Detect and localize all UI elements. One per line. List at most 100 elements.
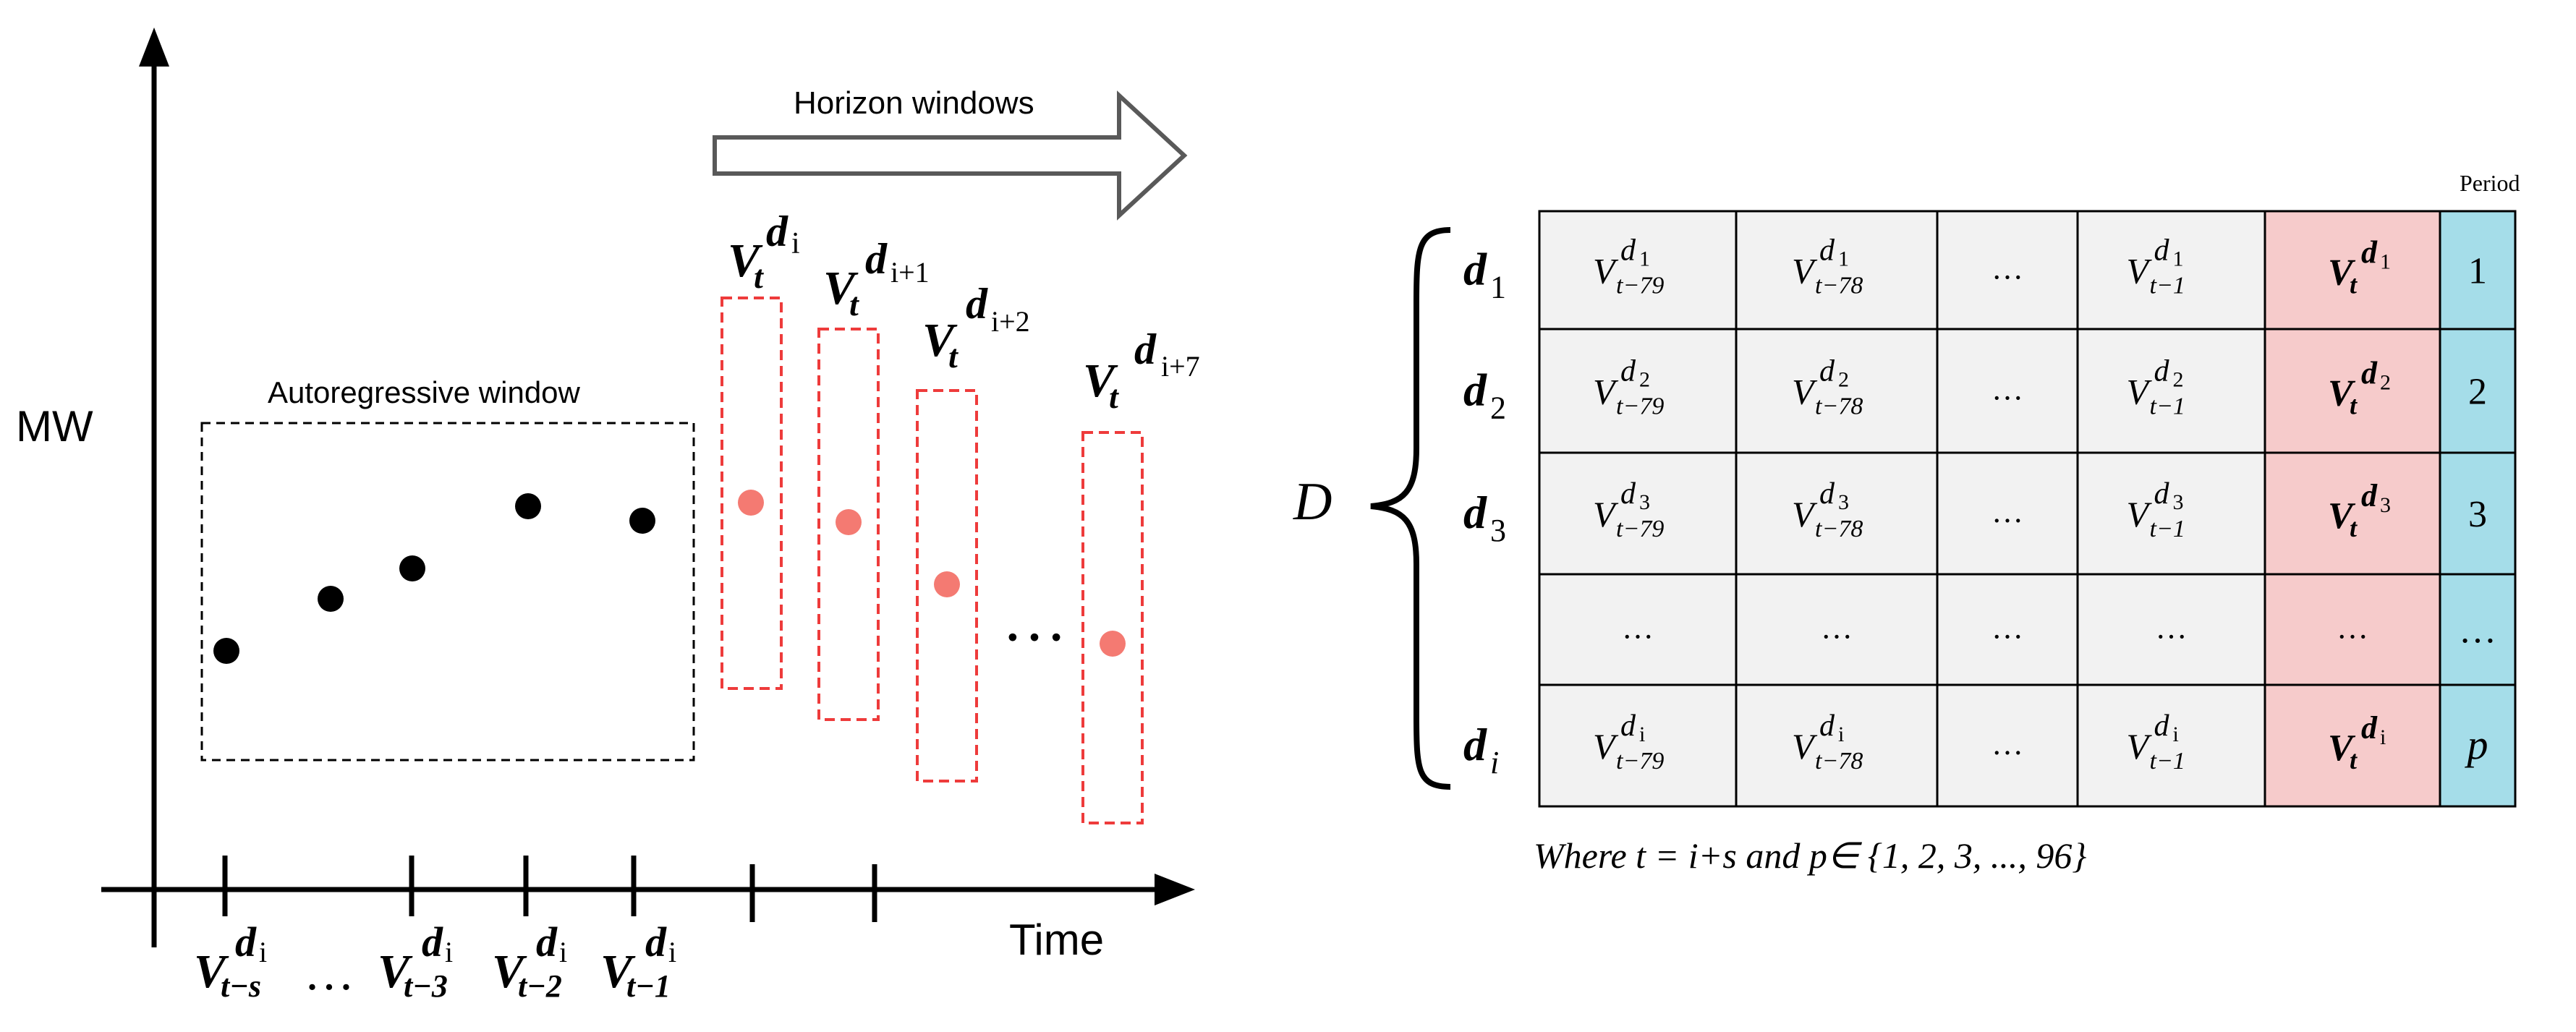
cell-sup: d [2154,355,2170,388]
cell-sub: t [2350,270,2358,299]
label-var: V [823,262,859,315]
cell-sub: t−78 [1815,516,1863,542]
label-sub: t−1 [626,968,671,1004]
cell-sup: d [2361,478,2378,513]
cell-content: … [1991,610,2023,646]
label-sub: t−3 [404,968,448,1004]
horizon-box [720,297,783,690]
period-cell-content: … [2459,610,2496,652]
label-sup: d [766,208,788,255]
cell-var: V [2127,726,2153,767]
cell-sup: d [2154,234,2170,268]
label-var: V [728,234,763,287]
x-axis-label: Time [1009,916,1104,964]
cell-sup: d [2154,709,2170,743]
row-label-main: d [1463,364,1487,416]
cell-sub: t−78 [1815,273,1863,299]
label-sub: t [948,338,958,375]
row-label-main: d [1463,244,1487,295]
period-value: … [2459,610,2496,652]
table-cell [2439,210,2517,331]
table-cell [2263,683,2441,808]
table-cell [1735,210,1939,331]
ellipsis-text: … [1991,610,2023,646]
cell-content: … [1991,251,2023,286]
cell-var: V [2127,494,2153,534]
cell-var: V [2127,372,2153,412]
table-cell [2076,328,2266,454]
cell-sub: t [2350,746,2358,775]
cell-content: … [1622,610,1654,646]
autoregressive-points [213,493,655,664]
curly-brace [1370,227,1451,790]
cell-sup: d [1620,709,1636,743]
tick-label-t-s: V t−s d i [194,918,267,1004]
label-sub: t [754,258,764,295]
autoregressive-window-box [200,422,695,762]
cell-sub: t [2350,391,2358,420]
cell-sub: t−78 [1815,748,1863,775]
cell-sub: t−79 [1616,273,1664,299]
cell-sub: t−79 [1616,748,1664,775]
cell-sub: t−1 [2150,393,2185,420]
label-var: V [492,945,527,998]
left-diagram: MW Time Autoregressive window Horizon wi… [16,27,1200,1004]
cell-sup-sub: 3 [2380,493,2391,517]
row-label-sub: 1 [1490,270,1506,305]
y-axis-label: MW [16,402,93,451]
period-cell-content: p [2465,721,2488,768]
tick-label-t-3: V t−3 d i [378,918,453,1004]
cell-sup: d [2361,356,2378,391]
cell-sup-sub: 1 [2173,247,2184,271]
period-value: p [2465,721,2488,768]
cell-content: … [1821,610,1853,646]
forecast-point [738,490,764,516]
cell-content: … [2156,610,2188,646]
cell-var: V [1792,372,1818,412]
ellipsis-text: … [2156,610,2188,646]
cell-sup-sub: i [1639,722,1645,746]
cell-sup: d [1620,234,1636,268]
label-sup: d [966,280,988,328]
cell-var: V [1593,494,1619,534]
ellipsis-text: … [1991,372,2023,407]
cell-content: … [1991,726,2023,762]
table-cell [1936,573,2079,686]
cell-sub: t−1 [2150,516,2185,542]
cell-sup: d [1620,477,1636,511]
tick-labels: V t−s d i … V t−3 d i V t−2 d i V t−1 d [194,918,676,1004]
data-point [399,555,425,581]
data-point [213,638,239,664]
cell-sup-sub: 2 [2173,368,2184,392]
label-var: V [1083,354,1118,407]
horizon-windows-arrow [713,90,1188,221]
label-sup: d [1134,325,1157,373]
cell-content: … [2337,610,2368,646]
cell-sup: d [1819,709,1835,743]
cell-var: V [1792,251,1818,291]
label-sup-sub: i [559,936,567,968]
period-cell-content: 2 [2468,372,2487,413]
cell-sup-sub: i [2173,722,2179,746]
cell-sup-sub: 1 [1838,247,1849,271]
label-sub: t−s [221,968,261,1004]
row-label-sub: i [1490,745,1499,780]
cell-sub: t−79 [1616,516,1664,542]
table-cell [1735,451,1939,576]
footnote: Where t = i+s and p∈ {1, 2, 3, ..., 96} [1534,835,2086,876]
period-value: 2 [2468,372,2487,413]
data-point [318,586,344,612]
cell-sub: t−1 [2150,273,2185,299]
